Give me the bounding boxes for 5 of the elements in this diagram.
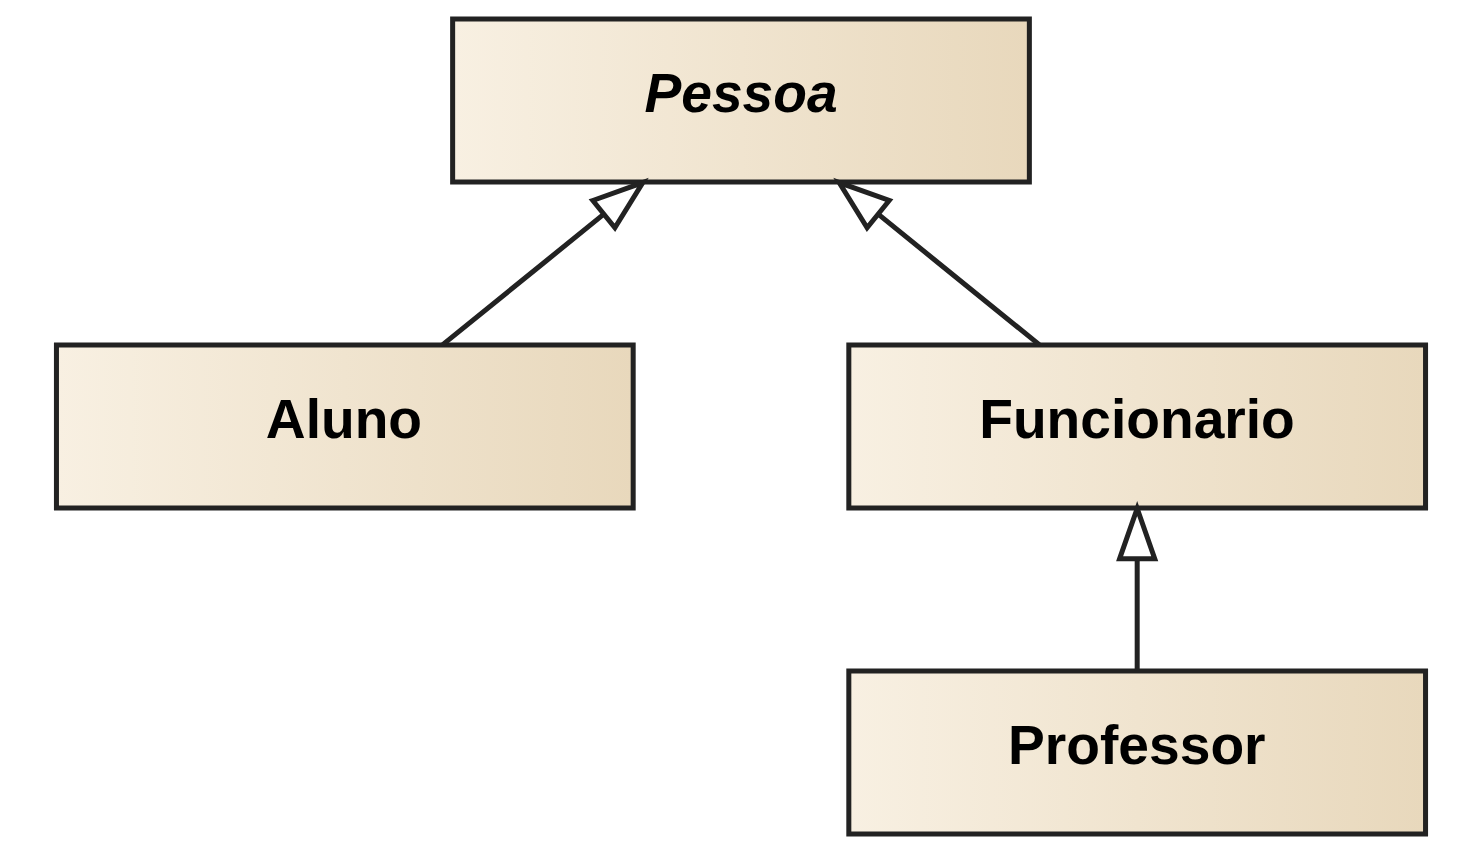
node-box: Aluno <box>53 342 636 510</box>
node-box: Funcionario <box>845 342 1428 510</box>
node-box: Professor <box>845 667 1428 836</box>
arrow <box>1115 500 1158 671</box>
node-box: Pessoa <box>449 16 1032 185</box>
